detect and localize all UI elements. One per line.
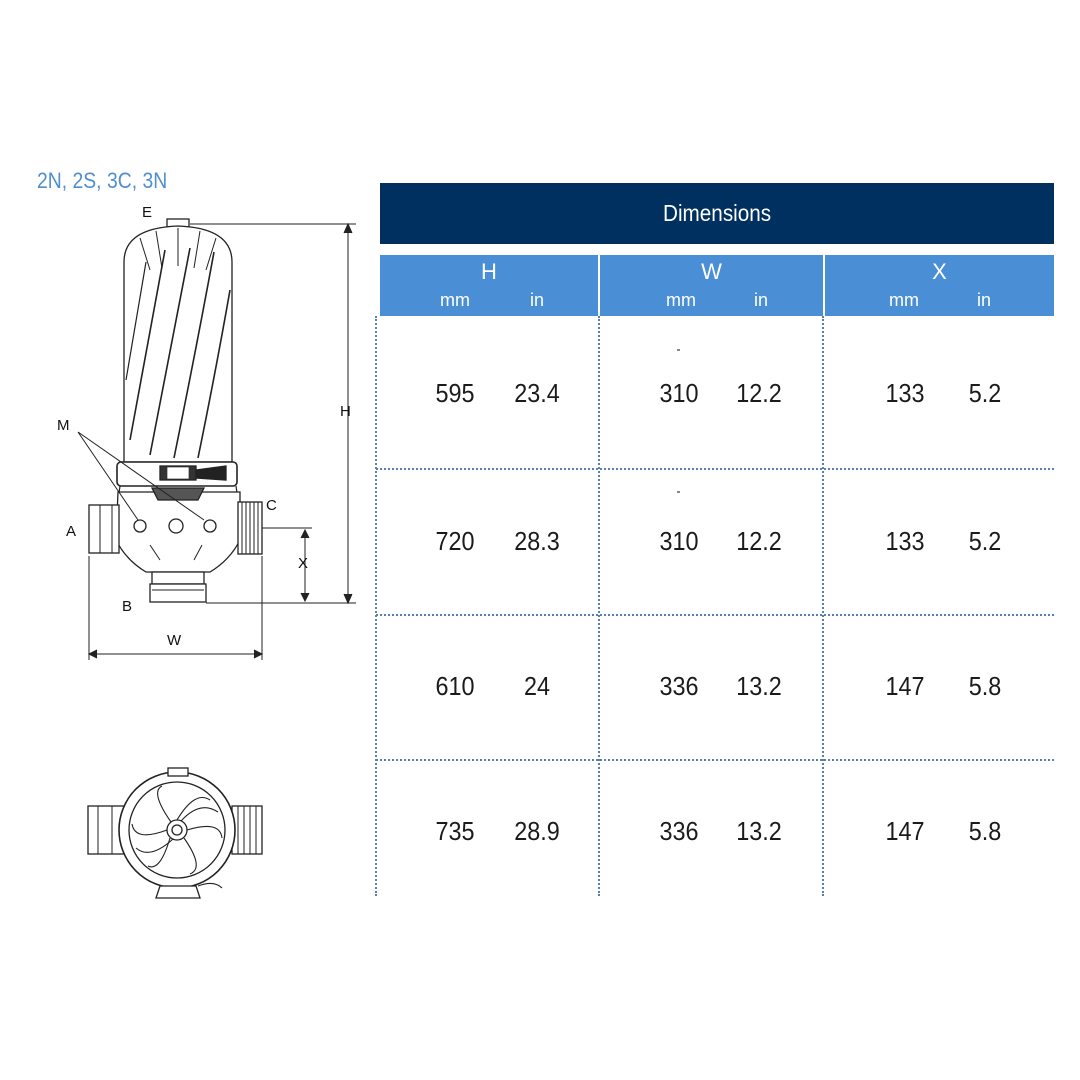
- label-m: M: [57, 417, 70, 434]
- header-w-mm: mm: [666, 290, 696, 310]
- grid-line-vertical: [598, 316, 600, 896]
- cell-x-mm: 147: [885, 671, 925, 701]
- cell-x-in: 5.2: [968, 526, 1002, 556]
- header-h-in: in: [530, 290, 545, 310]
- label-a: A: [66, 523, 77, 540]
- header-x-in: in: [977, 290, 992, 310]
- grid-line-horizontal: [376, 614, 1054, 616]
- cell-w-in: 12.2: [736, 526, 782, 556]
- grid-line-horizontal: [376, 759, 1054, 761]
- cell-h-in: 23.4: [514, 378, 560, 408]
- label-b: B: [122, 598, 133, 615]
- cell-x-in: 5.8: [968, 671, 1002, 701]
- table-header-row: H mm in W mm in X mm in: [380, 255, 1054, 316]
- cell-w-mm: 336: [659, 671, 699, 701]
- scan-speck: [677, 491, 680, 493]
- cell-x-in: 5.8: [968, 816, 1002, 846]
- cell-w-mm: 310: [659, 378, 699, 408]
- label-h: H: [340, 403, 351, 420]
- header-col-h: H mm in: [380, 255, 600, 316]
- label-c: C: [266, 497, 277, 514]
- filter-technical-drawing: [77, 218, 356, 899]
- cell-w-mm: 336: [659, 816, 699, 846]
- scan-speck: [677, 349, 680, 351]
- table-title: Dimensions: [662, 200, 772, 226]
- label-x: X: [298, 555, 309, 572]
- header-x-label: X: [932, 259, 947, 284]
- header-x-mm: mm: [889, 290, 919, 310]
- header-w-label: W: [701, 259, 722, 284]
- cell-w-in: 12.2: [736, 378, 782, 408]
- table-title-bar: Dimensions: [380, 183, 1054, 244]
- cell-h-in: 28.9: [514, 816, 560, 846]
- cell-h-in: 28.3: [514, 526, 560, 556]
- grid-line-horizontal: [376, 468, 1054, 470]
- cell-h-mm: 720: [435, 526, 475, 556]
- cell-h-in: 24: [523, 671, 551, 701]
- cell-w-mm: 310: [659, 526, 699, 556]
- header-h-mm: mm: [440, 290, 470, 310]
- cell-h-mm: 610: [435, 671, 475, 701]
- cell-x-mm: 133: [885, 526, 925, 556]
- cell-h-mm: 735: [435, 816, 475, 846]
- cell-x-in: 5.2: [968, 378, 1002, 408]
- models-label: 2N, 2S, 3C, 3N: [37, 168, 168, 193]
- cell-w-in: 13.2: [736, 671, 782, 701]
- label-e: E: [142, 204, 153, 221]
- grid-line-vertical: [375, 316, 377, 896]
- cell-h-mm: 595: [435, 378, 475, 408]
- cell-x-mm: 147: [885, 816, 925, 846]
- header-col-x: X mm in: [825, 255, 1054, 316]
- label-w: W: [167, 632, 182, 649]
- header-w-in: in: [754, 290, 769, 310]
- cell-w-in: 13.2: [736, 816, 782, 846]
- header-h-label: H: [481, 259, 497, 284]
- header-col-w: W mm in: [600, 255, 825, 316]
- cell-x-mm: 133: [885, 378, 925, 408]
- grid-line-vertical: [822, 316, 824, 896]
